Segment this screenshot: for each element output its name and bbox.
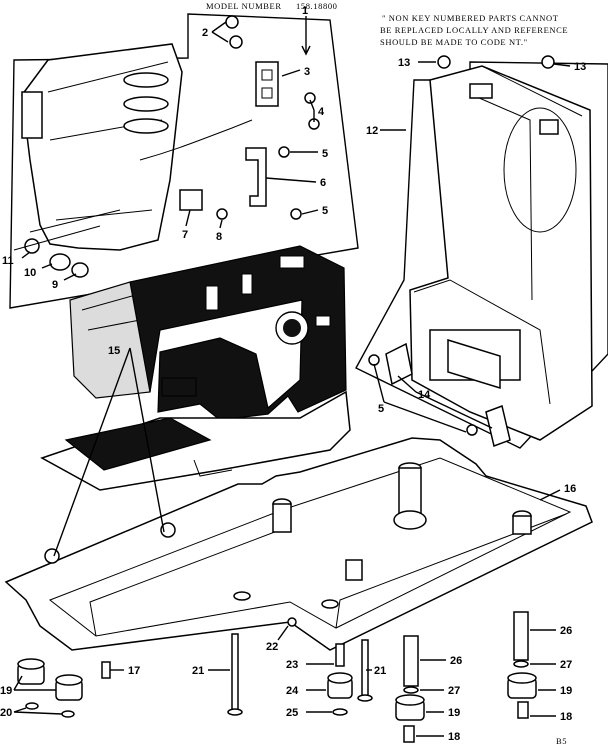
- label-7: 7: [182, 229, 188, 241]
- label-8: 8: [216, 231, 222, 243]
- label-24: 24: [286, 685, 299, 697]
- footer-code: B5: [556, 736, 567, 746]
- label-19c: 19: [560, 685, 572, 697]
- model-number: 158.18800: [296, 1, 338, 11]
- label-14: 14: [418, 389, 431, 401]
- sewing-machine-head: [40, 245, 351, 491]
- label-5a: 5: [322, 148, 328, 160]
- label-27a: 27: [448, 685, 460, 697]
- label-6: 6: [320, 177, 326, 189]
- label-18b: 18: [560, 711, 572, 723]
- label-26b: 26: [560, 625, 572, 637]
- label-19a: 19: [0, 685, 12, 697]
- base-16: [4, 437, 593, 651]
- carrying-case-right: [355, 55, 608, 449]
- label-21a: 21: [192, 665, 204, 677]
- label-16: 16: [564, 483, 576, 495]
- feet-and-hardware: [17, 611, 537, 743]
- label-5b: 5: [322, 205, 328, 217]
- label-15: 15: [108, 345, 120, 357]
- label-4: 4: [318, 106, 325, 118]
- model-number-prefix: MODEL NUMBER: [206, 1, 282, 11]
- label-25: 25: [286, 707, 298, 719]
- label-13a: 13: [398, 57, 410, 69]
- label-3: 3: [304, 66, 310, 78]
- label-17: 17: [128, 665, 140, 677]
- label-2: 2: [202, 27, 208, 39]
- leader-lines: [13, 16, 571, 737]
- label-23: 23: [286, 659, 298, 671]
- label-1: 1: [302, 5, 308, 17]
- note-line-2: BE REPLACED LOCALLY AND REFERENCE: [380, 25, 568, 35]
- label-11: 11: [2, 255, 14, 267]
- note-line-3: SHOULD BE MADE TO CODE NT.": [380, 37, 528, 47]
- callout-labels: 1 2 3 4 5 6 5 7 8 11 10 9 13 13 12 14 5 …: [0, 5, 586, 746]
- note-line-1: " NON KEY NUMBERED PARTS CANNOT: [382, 13, 559, 23]
- label-22: 22: [266, 641, 278, 653]
- label-27b: 27: [560, 659, 572, 671]
- label-13b: 13: [574, 61, 586, 73]
- label-20: 20: [0, 707, 12, 719]
- label-12: 12: [366, 125, 378, 137]
- label-9: 9: [52, 279, 58, 291]
- label-5c: 5: [378, 403, 384, 415]
- label-18a: 18: [448, 731, 460, 743]
- inset-panel-left: [9, 13, 359, 309]
- label-19b: 19: [448, 707, 460, 719]
- label-26a: 26: [450, 655, 462, 667]
- label-10: 10: [24, 267, 36, 279]
- label-21b: 21: [374, 665, 386, 677]
